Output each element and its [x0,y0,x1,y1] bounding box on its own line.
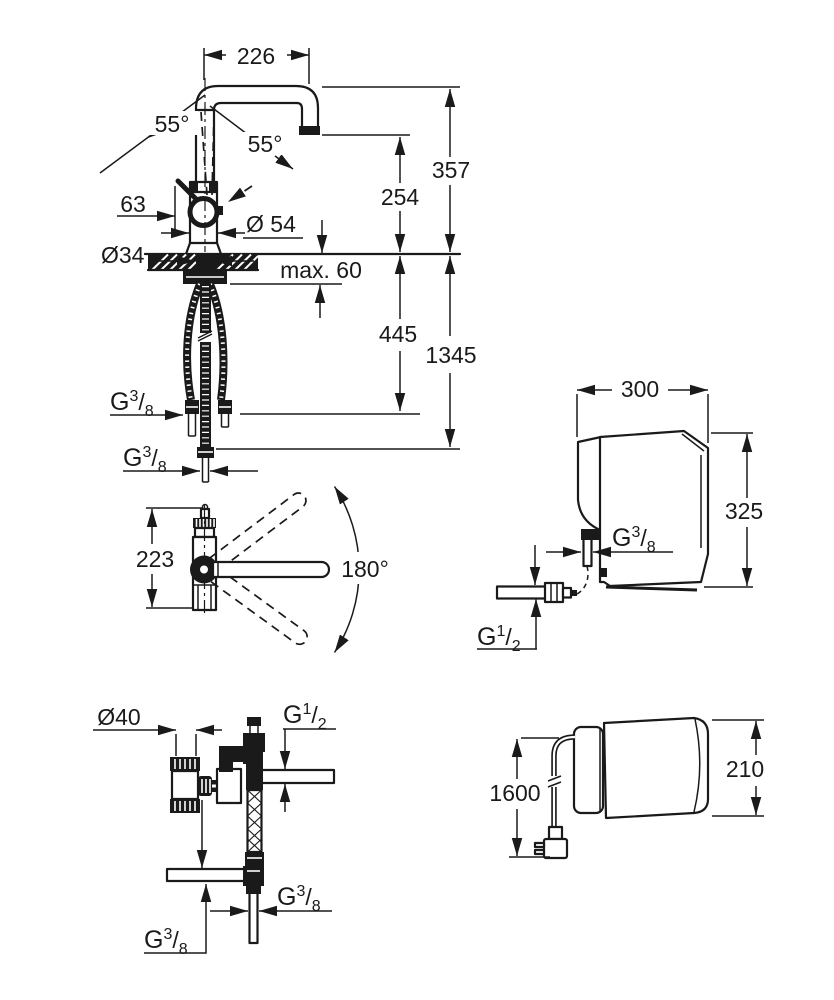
power-plug [542,837,569,860]
dim-boiler-depth: 210 [726,756,764,782]
faucet-front-view: 226 55° 55° 63 Ø 54 Ø34 max. 60 254 357 … [99,43,477,483]
spout-top-view [211,560,331,579]
valve-group-dimensions: Ø40 G1/2 G3/8 G3/8 [93,701,336,958]
dim-cable-length: 1600 [489,780,540,806]
tee-fitting [243,717,265,790]
filter-cartridge [170,757,219,813]
thread-label-g12-boiler: G1/2 [477,623,521,655]
spout-outlet [299,126,320,135]
dim-swivel-right: 55° [248,131,283,157]
dim-swivel-range: 180° [341,556,389,582]
dim-hose-short: 445 [379,321,417,347]
dim-boiler-height: 325 [725,498,763,524]
supply-nipple [495,581,577,604]
faucet-swivel-view: 223 180° [136,486,396,653]
boiler-body-top [602,716,710,820]
dim-swivel-left: 55° [155,111,190,137]
angle-valve [165,866,264,945]
valve-group-view: Ø40 G1/2 G3/8 G3/8 [93,701,336,958]
dim-body-height: 223 [136,546,174,572]
boiler-top-dimensions: 1600 210 [489,719,764,858]
mounting-shank [196,254,214,270]
thread-label-g38-valve-outlet: G3/8 [144,926,188,958]
thread-label-g38-valve-pipe: G3/8 [277,883,321,915]
elbow-fitting [219,746,243,772]
thread-label-g38-hoses: G3/8 [110,388,154,420]
dim-counter-thickness: max. 60 [280,257,362,283]
thread-label-g38-rod: G3/8 [123,444,167,476]
connection-hoses [183,282,232,483]
boiler-flange [572,725,605,815]
thread-label-g38-boiler: G3/8 [612,524,656,556]
power-cable [533,734,576,860]
dim-spout-reach: 226 [237,43,275,69]
faucet-top-dimensions: 223 180° [136,507,396,609]
backflow-preventer [215,767,243,805]
braided-hose [245,788,264,866]
faucet-knob [187,196,220,228]
boiler-top-view: 1600 210 [489,716,764,860]
dim-boiler-width: 300 [621,376,659,402]
counter-hatch-right [214,253,259,271]
boiler-front-dimensions: 300 325 G3/8 G1/2 [477,376,763,655]
dim-hose-long: 1345 [425,342,476,368]
boiler-body [598,429,710,588]
boiler-bracket [576,435,602,532]
dim-handle-offset: 63 [120,191,146,217]
dim-outlet-height: 254 [381,184,420,210]
dim-hole-diameter: Ø34 [101,242,145,268]
outlet-pipe-right [261,768,336,785]
counter-hatch-left [148,253,197,271]
dim-filter-diameter: Ø40 [97,704,140,730]
dim-body-diameter: Ø 54 [246,211,296,237]
dim-spout-height: 357 [432,157,470,183]
boiler-front-view: 300 325 G3/8 G1/2 [477,376,763,655]
faucet-front-dimensions: 226 55° 55° 63 Ø 54 Ø34 max. 60 254 357 … [101,43,477,477]
threaded-rod [200,284,211,447]
boiler-inlet-nut [581,529,600,540]
thread-label-g12-valve: G1/2 [283,701,327,733]
faucet-lever [175,178,199,202]
